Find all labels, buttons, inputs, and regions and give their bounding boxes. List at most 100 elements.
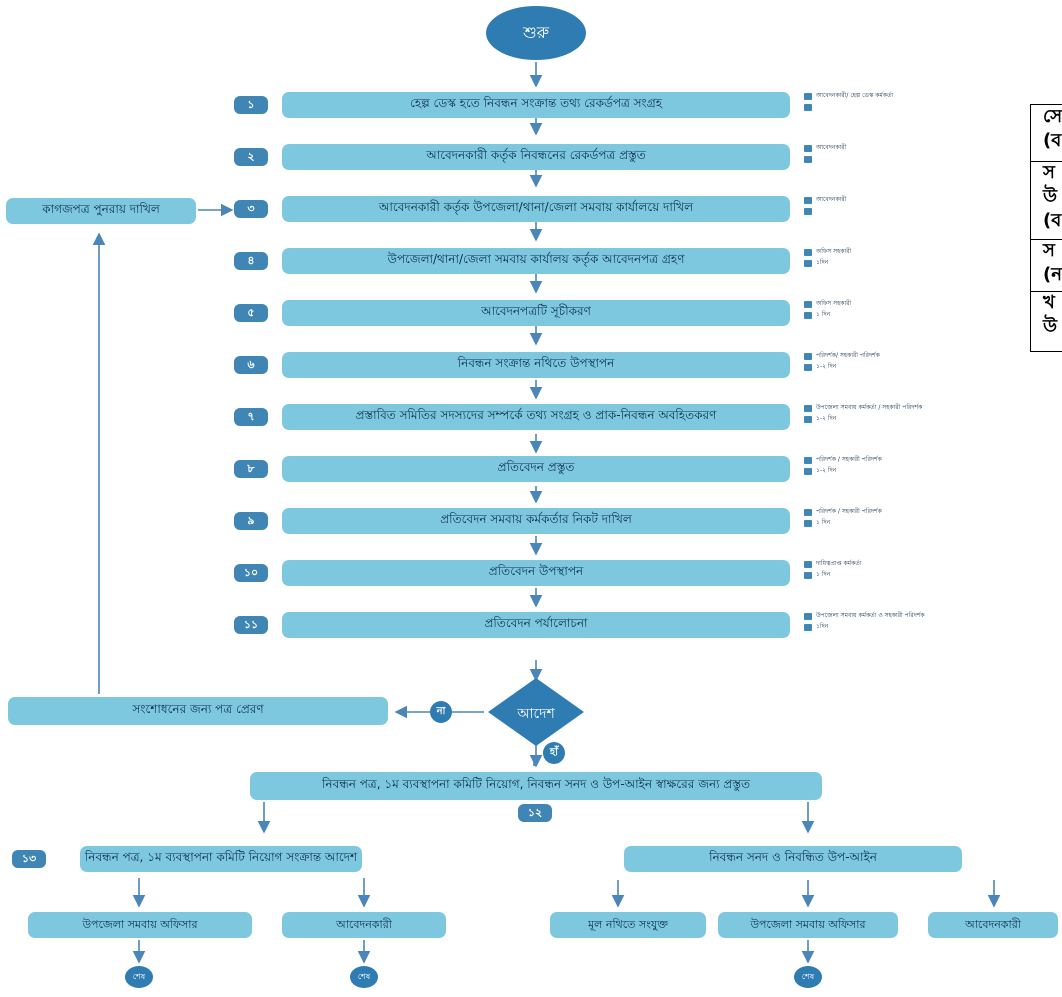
person-icon: [804, 509, 812, 516]
step-badge: ৭: [234, 408, 268, 426]
person-icon: [804, 457, 812, 464]
responsible-person: আবেদনকারী: [816, 144, 847, 151]
step-duration: ১ দিন: [816, 311, 831, 318]
step-number: ৭: [247, 409, 255, 423]
time-icon: [804, 312, 812, 319]
start-node: শুরু: [486, 6, 586, 60]
step-responsibility: দায়িত্বপ্রাপ্ত কর্মকর্তা১ দিন: [804, 560, 1014, 584]
responsible-person: উপজেলা সমবায় কর্মকর্তা ও সহকারী পরিদর্শ…: [816, 612, 925, 619]
end-node-3: শেষ: [794, 966, 822, 988]
responsible-person: অফিস সহকারী: [816, 248, 852, 255]
step-badge: ১০: [234, 564, 268, 582]
person-icon: [804, 561, 812, 568]
step-badge: ৬: [234, 356, 268, 374]
step-text: প্রতিবেদন উপস্থাপন: [488, 564, 584, 578]
leaf-upazila-officer-right: উপজেলা সমবায় অফিসার: [718, 912, 898, 938]
start-label: শুরু: [522, 22, 550, 42]
step-duration: ১ দিন: [816, 571, 831, 578]
step-badge: ৮: [234, 460, 268, 478]
person-icon: [804, 145, 812, 152]
time-icon: [804, 416, 812, 423]
step-number: ২: [247, 149, 255, 163]
leaf-label: আবেদনকারী: [965, 917, 1021, 931]
decision-label: আদেশ: [517, 706, 555, 722]
leaf-label: উপজেলা সমবায় অফিসার: [82, 917, 198, 931]
step-badge: ২: [234, 148, 268, 166]
time-icon: [804, 624, 812, 631]
step-responsibility: আবেদনকারী: [804, 196, 1014, 220]
step-text: আবেদনপত্রটি সূচীকরণ: [481, 304, 591, 318]
table-cell-4: খ উ: [1031, 291, 1062, 353]
correction-box: সংশোধনের জন্য পত্র প্রেরণ: [8, 697, 388, 725]
time-icon: [804, 156, 812, 163]
responsible-person: উপজেলা সমবায় কর্মকর্তা / সহকারী পরিদর্শ…: [816, 404, 923, 411]
table-text: স: [1043, 162, 1055, 183]
leaf-applicant-right: আবেদনকারী: [928, 912, 1058, 938]
decision-diamond: [488, 678, 584, 746]
step-text: নিবন্ধন সংক্রান্ত নথিতে উপস্থাপন: [457, 356, 615, 370]
step-13-badge: ১৩: [12, 850, 46, 868]
leaf-label: উপজেলা সমবায় অফিসার: [750, 917, 866, 931]
step-badge: ১১: [234, 616, 268, 634]
step-responsibility: পরিদর্শক/ সহকারী পরিদর্শক ১-২ দিন: [804, 352, 1014, 376]
responsible-person: পরিদর্শক/ সহকারী পরিদর্শক: [816, 352, 880, 359]
step-responsibility: উপজেলা সমবায় কর্মকর্তা ও সহকারী পরিদর্শ…: [804, 612, 1014, 636]
end-label: শেষ: [801, 971, 815, 981]
cropped-table: সে (ব স উ (ব স (ন খ উ: [1030, 104, 1062, 352]
responsible-person: পরিদর্শক / সহকারী পরিদর্শক: [816, 456, 882, 463]
step-bar: হেল্প ডেস্ক হতে নিবন্ধন সংক্রান্ত তথ্য র…: [282, 92, 790, 118]
table-text: সে: [1043, 106, 1062, 127]
time-icon: [804, 208, 812, 215]
right-branch-text: নিবন্ধন সনদ ও নিবন্ধিত উপ-আইন: [709, 850, 877, 864]
step-bar: প্রতিবেদন পর্যালোচনা: [282, 612, 790, 638]
step-text: আবেদনকারী কর্তৃক নিবন্ধনের রেকর্ডপত্র প্…: [426, 148, 646, 162]
step-bar: প্রতিবেদন সমবায় কর্মকর্তার নিকট দাখিল: [282, 508, 790, 534]
step-12-num: ১২: [527, 805, 543, 819]
table-text: খ: [1043, 292, 1055, 313]
step-13-num: ১৩: [21, 851, 37, 865]
leaf-applicant-left: আবেদনকারী: [282, 912, 446, 938]
leaf-upazila-officer-left: উপজেলা সমবায় অফিসার: [28, 912, 252, 938]
time-icon: [804, 572, 812, 579]
table-text: উ: [1043, 316, 1058, 337]
step-text: প্রতিবেদন পর্যালোচনা: [484, 616, 588, 630]
leaf-label: মূল নথিতে সংযুক্ত: [588, 917, 668, 931]
step-badge: ৪: [234, 252, 268, 270]
person-icon: [804, 249, 812, 256]
table-cell-3: স (ন: [1031, 239, 1062, 292]
step-badge: ৩: [234, 200, 268, 218]
yes-label: হাঁ: [549, 746, 559, 758]
step-bar: প্রস্তাবিত সমিতির সদস্যদের সম্পর্কে তথ্য…: [282, 404, 790, 430]
step-number: ১: [247, 97, 255, 111]
step-responsibility: উপজেলা সমবায় কর্মকর্তা / সহকারী পরিদর্শ…: [804, 404, 1014, 428]
step-responsibility: আবেদনকারী: [804, 144, 1014, 168]
step-12-text: নিবন্ধন পত্র, ১ম ব্যবস্থাপনা কমিটি নিয়ো…: [322, 777, 750, 791]
end-label: শেষ: [132, 971, 146, 981]
responsible-person: আবেদনকারী/ হেল্প ডেস্ক কর্মকর্তা: [816, 92, 894, 99]
step-number: ৬: [247, 357, 255, 371]
step-bar: প্রতিবেদন প্রস্তুত: [282, 456, 790, 482]
person-icon: [804, 353, 812, 360]
leaf-main-file: মূল নথিতে সংযুক্ত: [550, 912, 706, 938]
step-duration: ১-২ দিন: [816, 363, 837, 370]
step-number: ৮: [247, 461, 255, 475]
step-13-text: নিবন্ধন পত্র, ১ম ব্যবস্থাপনা কমিটি নিয়ো…: [84, 850, 358, 864]
table-text: (ন: [1043, 264, 1062, 285]
decision-node: আদেশ: [486, 676, 586, 748]
person-icon: [804, 405, 812, 412]
no-label: না: [436, 705, 446, 717]
step-bar: নিবন্ধন সংক্রান্ত নথিতে উপস্থাপন: [282, 352, 790, 378]
step-bar: আবেদনকারী কর্তৃক নিবন্ধনের রেকর্ডপত্র প্…: [282, 144, 790, 170]
correction-label: সংশোধনের জন্য পত্র প্রেরণ: [132, 702, 264, 716]
step-number: ৯: [247, 513, 255, 527]
step-text: প্রতিবেদন সমবায় কর্মকর্তার নিকট দাখিল: [440, 512, 632, 526]
step-text: প্রস্তাবিত সমিতির সদস্যদের সম্পর্কে তথ্য…: [355, 408, 717, 422]
step-number: ৪: [247, 253, 255, 267]
table-cell-2: স উ (ব: [1031, 161, 1062, 240]
time-icon: [804, 520, 812, 527]
no-badge: না: [430, 701, 452, 723]
end-node-1: শেষ: [125, 966, 153, 988]
step-responsibility: আবেদনকারী/ হেল্প ডেস্ক কর্মকর্তা: [804, 92, 1014, 116]
